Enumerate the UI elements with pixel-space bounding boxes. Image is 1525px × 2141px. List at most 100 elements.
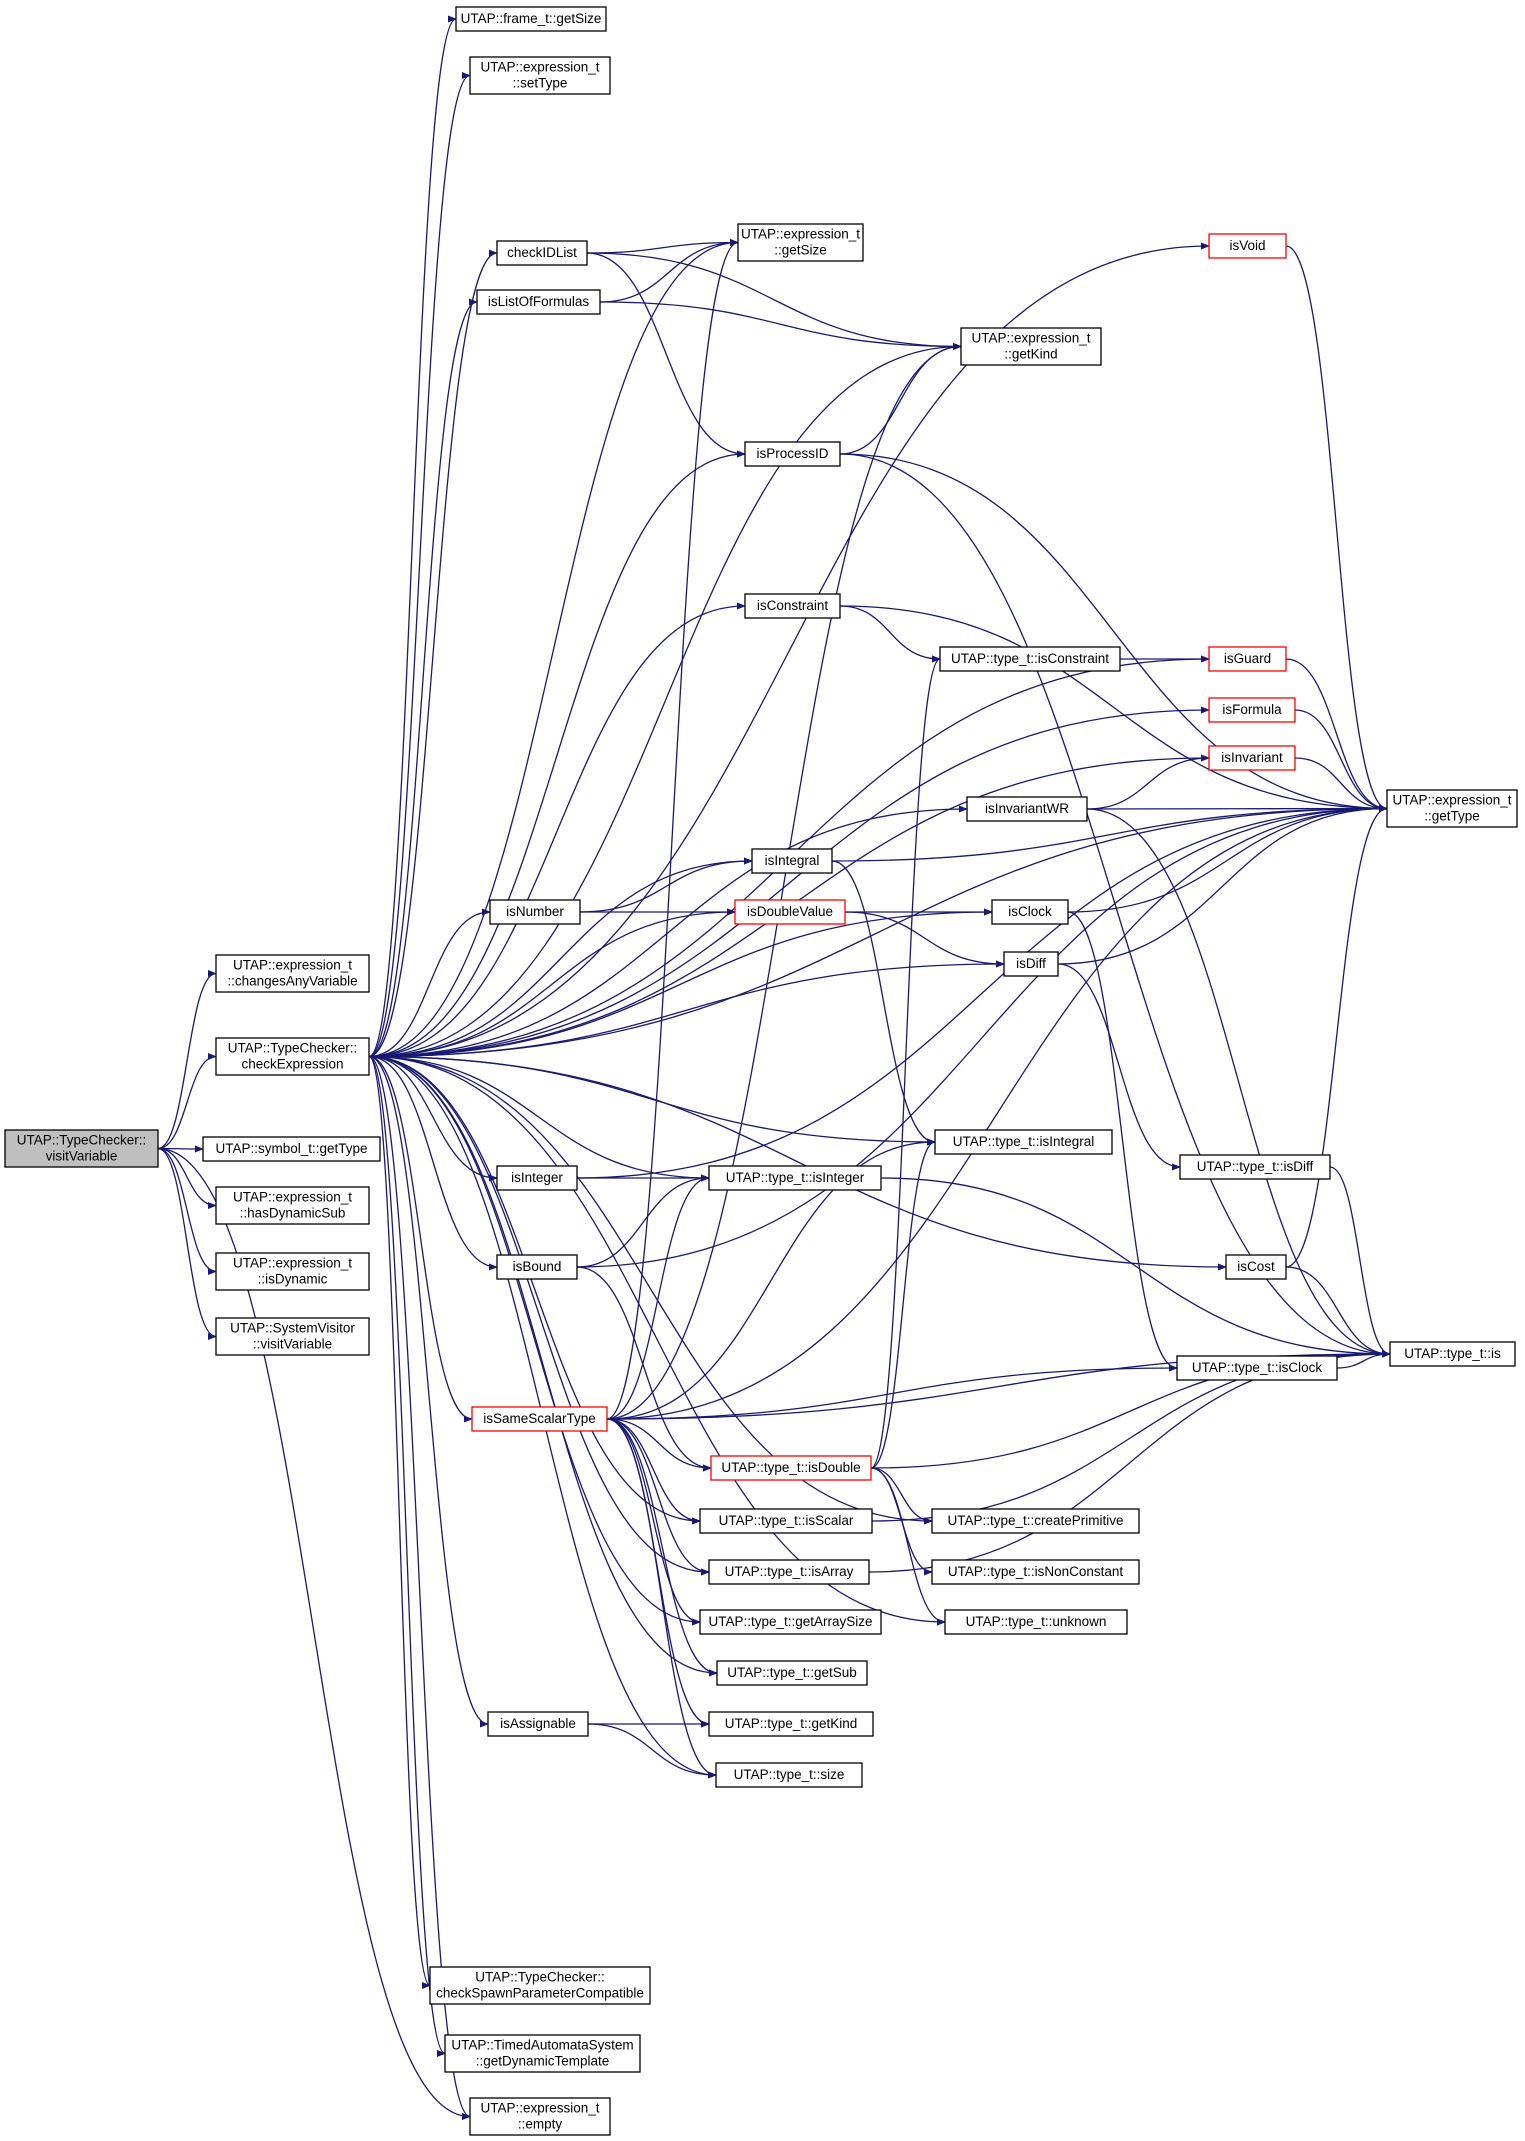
node-label: UTAP::TypeChecker::: [228, 1041, 358, 1056]
node-type_isIntegral[interactable]: UTAP::type_t::isIntegral: [934, 1129, 1113, 1155]
node-isListOfFormulas[interactable]: isListOfFormulas: [476, 289, 601, 315]
node-hasDynamicSub[interactable]: UTAP::expression_t::hasDynamicSub: [215, 1186, 370, 1225]
node-isInvariantWR[interactable]: isInvariantWR: [966, 796, 1088, 822]
node-isDoubleValue[interactable]: isDoubleValue: [734, 899, 846, 925]
node-type_isDiff[interactable]: UTAP::type_t::isDiff: [1179, 1154, 1331, 1180]
edge-checkIDList-to-isProcessID: [586, 252, 746, 458]
edge-type_isInteger-to-type_is: [880, 1177, 1391, 1358]
edge-checkExpression-to-checkIDList: [368, 249, 498, 1058]
node-label: ::getSize: [774, 243, 827, 258]
node-label: isInvariantWR: [985, 801, 1069, 816]
node-visitVariable[interactable]: UTAP::TypeChecker::visitVariable: [4, 1129, 159, 1168]
node-label: UTAP::type_t::isConstraint: [951, 651, 1109, 666]
node-isInvariant[interactable]: isInvariant: [1208, 745, 1296, 771]
node-type_isClock[interactable]: UTAP::type_t::isClock: [1176, 1355, 1338, 1381]
node-setType[interactable]: UTAP::expression_t::setType: [469, 56, 611, 95]
edge-visitVariable-to-changesAnyVariable: [157, 969, 217, 1150]
node-type_isInteger[interactable]: UTAP::type_t::isInteger: [708, 1165, 882, 1191]
node-isConstraint[interactable]: isConstraint: [744, 593, 841, 619]
node-type_getSub[interactable]: UTAP::type_t::getSub: [716, 1660, 868, 1686]
node-isClock[interactable]: isClock: [991, 899, 1069, 925]
edge-checkExpression-to-isCost: [368, 1055, 1227, 1271]
node-isNumber[interactable]: isNumber: [489, 899, 581, 925]
node-isSameScalarType[interactable]: isSameScalarType: [471, 1406, 608, 1432]
node-changesAnyVariable[interactable]: UTAP::expression_t::changesAnyVariable: [215, 954, 370, 993]
node-box: [737, 223, 864, 262]
edge-type_isArray-to-type_is: [868, 1350, 1391, 1573]
edge-isListOfFormulas-to-expr_getSize: [599, 238, 739, 303]
node-symbol_getType[interactable]: UTAP::symbol_t::getType: [202, 1136, 381, 1162]
node-type_getArraySize[interactable]: UTAP::type_t::getArraySize: [699, 1609, 882, 1635]
edge-checkExpression-to-isConstraint: [368, 602, 746, 1058]
edge-checkExpression-to-type_isInteger: [368, 1055, 710, 1182]
node-type_isScalar[interactable]: UTAP::type_t::isScalar: [699, 1508, 873, 1534]
node-type_isDouble[interactable]: UTAP::type_t::isDouble: [710, 1455, 872, 1481]
node-SV_visitVariable[interactable]: UTAP::SystemVisitor::visitVariable: [215, 1317, 370, 1356]
node-isDiff[interactable]: isDiff: [1003, 951, 1059, 977]
edge-isProcessID-to-expr_getType: [839, 453, 1388, 813]
node-expr_getType[interactable]: UTAP::expression_t::getType: [1386, 789, 1518, 828]
node-label: UTAP::expression_t: [233, 958, 352, 973]
edge-isSameScalarType-to-expr_getSize: [606, 239, 739, 1420]
node-isAssignable[interactable]: isAssignable: [487, 1711, 589, 1737]
node-expr_empty[interactable]: UTAP::expression_t::empty: [469, 2097, 611, 2136]
edge-isInvariantWR-to-isInvariant: [1086, 754, 1210, 810]
edge-isSameScalarType-to-type_isDouble: [606, 1418, 712, 1472]
edge-isInvariantWR-to-type_is: [1086, 808, 1391, 1358]
node-label: ::isDynamic: [258, 1272, 328, 1287]
node-type_is[interactable]: UTAP::type_t::is: [1389, 1341, 1516, 1367]
node-label: UTAP::expression_t: [480, 2101, 599, 2116]
node-isVoid[interactable]: isVoid: [1208, 233, 1287, 259]
node-checkSpawnParameterCompatible[interactable]: UTAP::TypeChecker::checkSpawnParameterCo…: [429, 1966, 651, 2005]
node-box: [471, 1406, 608, 1432]
node-expr_getSize[interactable]: UTAP::expression_t::getSize: [737, 223, 864, 262]
node-box: [1225, 1254, 1287, 1280]
node-type_size[interactable]: UTAP::type_t::size: [715, 1762, 863, 1788]
node-label: isNumber: [506, 904, 564, 919]
node-getDynamicTemplate[interactable]: UTAP::TimedAutomataSystem::getDynamicTem…: [444, 2034, 641, 2073]
node-isGuard[interactable]: isGuard: [1208, 646, 1287, 672]
node-label: UTAP::SystemVisitor: [230, 1321, 355, 1336]
node-type_createPrimitive[interactable]: UTAP::type_t::createPrimitive: [931, 1508, 1140, 1534]
node-label: isSameScalarType: [483, 1411, 596, 1426]
edge-checkExpression-to-type_getSub: [368, 1055, 718, 1677]
node-frame_getSize[interactable]: UTAP::frame_t::getSize: [455, 6, 607, 32]
node-label: isInteger: [511, 1170, 563, 1185]
node-type_getKind[interactable]: UTAP::type_t::getKind: [708, 1711, 874, 1737]
node-label: UTAP::type_t::isNonConstant: [948, 1564, 1124, 1579]
node-box: [1208, 233, 1287, 259]
node-label: UTAP::type_t::getSub: [727, 1665, 857, 1680]
edge-checkExpression-to-type_createPrimitive: [368, 1055, 933, 1525]
edge-type_isDouble-to-type_isIntegral: [870, 1138, 936, 1469]
node-type_isConstraint[interactable]: UTAP::type_t::isConstraint: [939, 646, 1121, 672]
node-isIntegral[interactable]: isIntegral: [751, 848, 833, 874]
node-type_isNonConstant[interactable]: UTAP::type_t::isNonConstant: [931, 1559, 1140, 1585]
node-type_isArray[interactable]: UTAP::type_t::isArray: [708, 1559, 870, 1585]
node-isCost[interactable]: isCost: [1225, 1254, 1287, 1280]
node-box: [715, 1762, 863, 1788]
node-box: [1386, 789, 1518, 828]
edge-isInvariant-to-expr_getType: [1294, 757, 1388, 813]
node-isBound[interactable]: isBound: [496, 1254, 578, 1280]
node-label: UTAP::type_t::isIntegral: [953, 1134, 1095, 1149]
node-label: UTAP::TypeChecker::: [475, 1970, 605, 1985]
edge-isIntegral-to-type_isIntegral: [831, 860, 936, 1146]
node-isProcessID[interactable]: isProcessID: [744, 441, 841, 467]
node-checkExpression[interactable]: UTAP::TypeChecker::checkExpression: [215, 1037, 370, 1076]
node-checkIDList[interactable]: checkIDList: [496, 240, 588, 266]
edge-checkExpression-to-frame_getSize: [368, 15, 457, 1058]
edge-checkExpression-to-isInteger: [368, 1055, 498, 1182]
node-label: UTAP::type_t::isDiff: [1197, 1159, 1314, 1174]
edge-isInteger-to-expr_getType: [576, 804, 1388, 1179]
edge-visitVariable-to-SV_visitVariable: [157, 1147, 217, 1341]
node-label: checkIDList: [507, 245, 577, 260]
node-isInteger[interactable]: isInteger: [496, 1165, 578, 1191]
node-label: ::getKind: [1004, 347, 1057, 362]
node-type_unknown[interactable]: UTAP::type_t::unknown: [944, 1609, 1128, 1635]
node-label: UTAP::type_t::getArraySize: [708, 1614, 872, 1629]
node-box: [1389, 1341, 1516, 1367]
node-expr_getKind[interactable]: UTAP::expression_t::getKind: [960, 327, 1102, 366]
node-isFormula[interactable]: isFormula: [1208, 697, 1296, 723]
node-isDynamic[interactable]: UTAP::expression_t::isDynamic: [215, 1252, 370, 1291]
